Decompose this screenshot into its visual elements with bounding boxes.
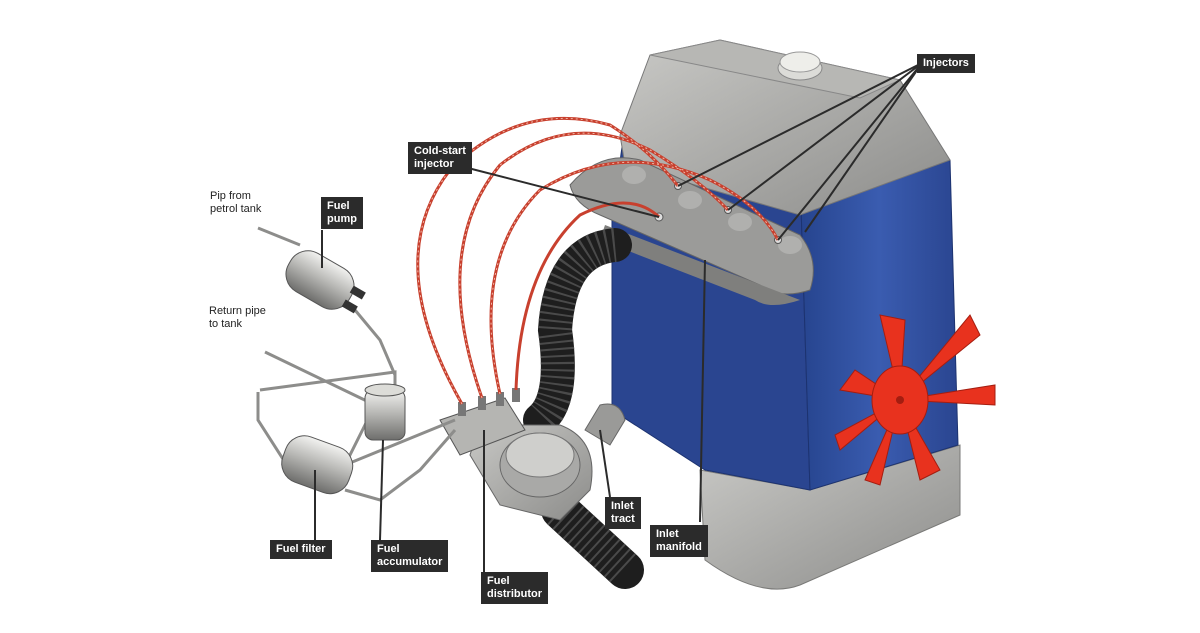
leader-inlet-manifold [699, 259, 706, 523]
leader-inlet-tract [599, 429, 611, 498]
pump-outlet-pipe [353, 309, 397, 376]
cooling-fan [834, 314, 996, 486]
leader-cold-start [467, 167, 660, 218]
label-injectors: Injectors [917, 54, 975, 73]
engine-side-face [799, 159, 959, 491]
distributor-port-4 [512, 388, 520, 402]
distributor-port-2 [478, 396, 486, 410]
pump-terminal-2 [341, 299, 358, 314]
leader-fuel-accumulator [379, 439, 384, 541]
leader-injectors-4 [804, 62, 923, 233]
oil-filler-cap-top [779, 51, 821, 73]
label-fuel-filter: Fuel filter [270, 540, 332, 559]
fuel-line-highlights [417, 117, 779, 405]
fuel-accumulator [364, 383, 406, 441]
inlet-tract [523, 228, 644, 589]
fuel-pump [285, 250, 366, 314]
distributor-port-3 [496, 392, 504, 406]
runner-1 [622, 166, 646, 184]
fuel-line-cold-start [514, 201, 661, 391]
runner-3 [728, 213, 752, 231]
manifold-plenum [600, 225, 800, 305]
fuel-distributor-unit [439, 388, 526, 456]
return-pipe [264, 350, 456, 468]
fuel-filter [281, 435, 354, 495]
label-fuel-pump: Fuel pump [321, 197, 363, 229]
label-inlet-manifold: Inlet manifold [650, 525, 708, 557]
engine-block [611, 39, 961, 590]
inlet-manifold [569, 157, 814, 305]
label-fuel-distributor: Fuel distributor [481, 572, 548, 604]
air-flow-meter [469, 403, 626, 521]
label-pipe-from-tank: Pip from petrol tank [210, 190, 262, 215]
runner-2 [678, 191, 702, 209]
pump-terminal-1 [349, 285, 366, 300]
label-fuel-accumulator: Fuel accumulator [371, 540, 449, 572]
leader-injectors-3 [777, 62, 923, 241]
leader-injectors-2 [727, 62, 923, 211]
leader-injectors-1 [677, 62, 923, 187]
leader-lines [314, 62, 923, 572]
runner-4 [778, 236, 802, 254]
pipe-from-tank [257, 226, 301, 247]
label-cold-start-injector: Cold-start injector [408, 142, 472, 174]
filter-to-distributor-pipe [344, 429, 457, 502]
label-return-pipe: Return pipe to tank [209, 305, 266, 330]
distributor-port-1 [458, 402, 466, 416]
engine-sump [699, 444, 961, 590]
label-inlet-tract: Inlet tract [605, 497, 641, 529]
